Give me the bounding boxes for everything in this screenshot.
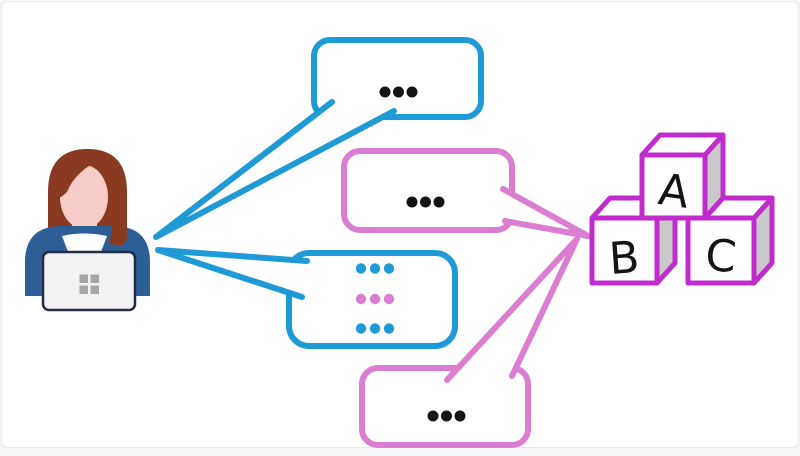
dot	[441, 410, 452, 422]
laptop	[41, 250, 137, 312]
bubble-tail-to-person	[155, 247, 310, 300]
dot	[433, 196, 445, 208]
bubble-body	[341, 148, 515, 233]
block-c-front-face	[685, 215, 757, 286]
speech-bubble-upper-pink	[341, 148, 591, 239]
ellipsis-dots	[406, 196, 445, 208]
dot	[420, 196, 431, 208]
dot	[379, 86, 391, 98]
dot	[369, 293, 381, 305]
dot	[383, 323, 395, 334]
dot	[406, 86, 418, 98]
toy-blocks: B C A	[589, 132, 775, 286]
windows-grid-icon	[79, 274, 99, 294]
dot	[427, 410, 439, 422]
block-a: A	[639, 132, 726, 221]
bubble-tail-to-person	[153, 99, 397, 240]
dot	[355, 293, 367, 305]
hair-fringe	[59, 156, 101, 198]
dot	[369, 323, 381, 334]
ellipsis-dots-row-blue	[355, 263, 395, 274]
block-b-front-face	[589, 215, 660, 286]
dot	[406, 196, 418, 208]
dot	[355, 263, 367, 274]
logo-square	[79, 285, 88, 294]
bubble-body	[311, 37, 484, 120]
dot	[369, 263, 381, 274]
dot	[383, 263, 395, 274]
speech-bubble-lower-blue	[155, 247, 458, 349]
dot	[355, 323, 367, 334]
bubble-tail-to-blocks	[444, 236, 580, 383]
block-a-front-face	[639, 152, 708, 221]
logo-square	[90, 274, 99, 283]
block-c-letter: C	[703, 230, 738, 283]
hair-front-lock	[106, 178, 127, 246]
dot	[383, 293, 395, 305]
speech-bubble-top-blue	[153, 37, 484, 240]
ellipsis-dots-row-pink	[355, 293, 395, 305]
bubble-tail-to-blocks	[500, 186, 591, 239]
ellipsis-dots-row-blue-2	[355, 323, 395, 334]
ellipsis-dots	[379, 86, 418, 98]
woman-at-laptop-icon	[25, 149, 150, 312]
logo-square	[79, 274, 88, 283]
block-a-letter: A	[655, 164, 692, 219]
dot	[393, 86, 404, 98]
block-b-letter: B	[607, 232, 641, 285]
bubble-body	[359, 365, 531, 448]
logo-square	[90, 285, 99, 294]
dot	[454, 410, 466, 422]
ellipsis-dots	[427, 410, 466, 422]
speech-bubble-bottom-pink	[359, 236, 580, 448]
